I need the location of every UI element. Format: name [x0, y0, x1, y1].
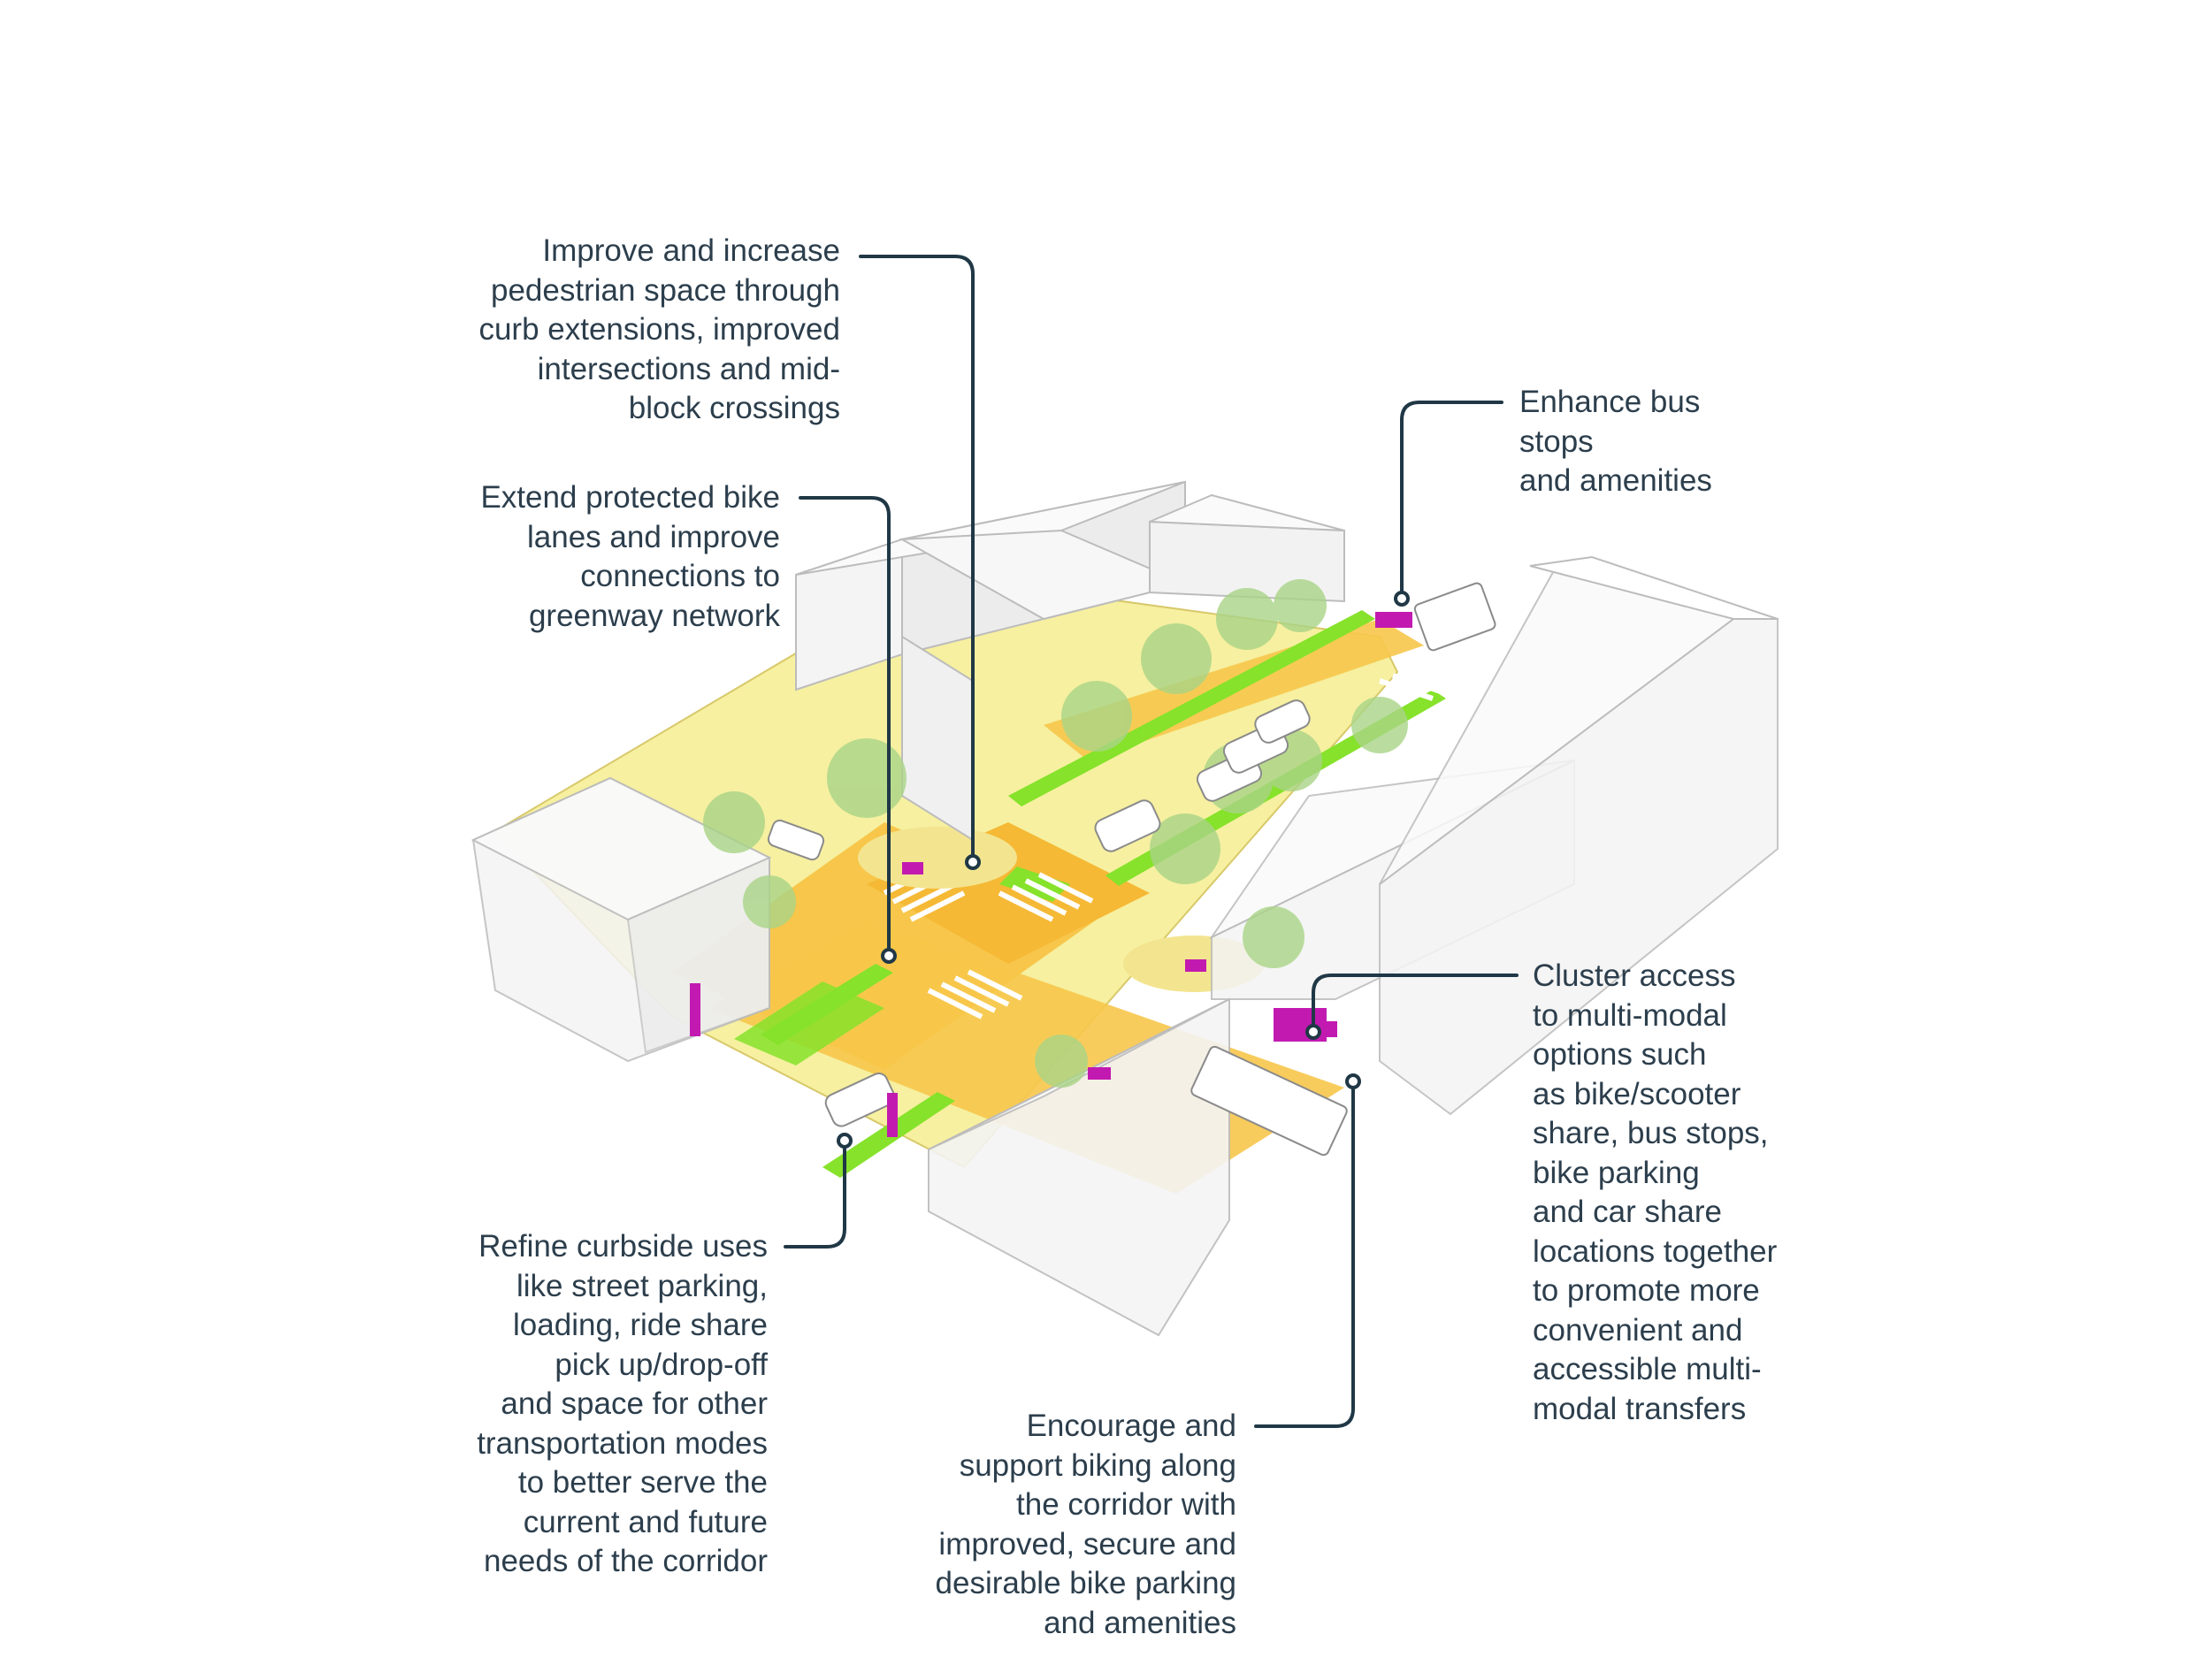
callout-line: and amenities — [1044, 1605, 1236, 1640]
callout-line: bike parking — [1533, 1155, 1700, 1190]
callout-line: and amenities — [1519, 463, 1712, 498]
tree — [1351, 697, 1408, 753]
leader-line-bus-stops — [1400, 401, 1503, 600]
tree — [703, 791, 765, 853]
callout-line: to promote more — [1533, 1273, 1760, 1308]
pin-bus-stops — [1394, 591, 1410, 607]
callout-line: Extend protected bike — [480, 480, 780, 515]
callout-line: transportation modes — [477, 1425, 768, 1461]
leader-lines — [784, 255, 1519, 1428]
callout-line: the corridor with — [1016, 1487, 1236, 1522]
building — [626, 856, 770, 1054]
callout-line: accessible multi- — [1533, 1352, 1762, 1386]
tree — [1243, 906, 1304, 968]
tree — [1216, 588, 1278, 650]
pin-curbside — [837, 1133, 853, 1149]
pin-bike-parking — [1345, 1073, 1361, 1089]
callout-line: curb extensions, improved — [478, 312, 840, 347]
vehicles — [767, 582, 1496, 1157]
callout-line: greenway network — [528, 598, 780, 633]
callout-bike-parking: Encourage and support biking along the c… — [936, 1407, 1236, 1643]
callout-line: as bike/scooter — [1533, 1076, 1741, 1111]
tree — [827, 738, 907, 818]
callout-line: current and future — [523, 1504, 768, 1539]
bike-lane — [734, 981, 884, 1065]
callout-line: Enhance bus — [1519, 385, 1701, 419]
car — [1094, 799, 1161, 852]
kiosk — [690, 983, 700, 1036]
curb-extension — [858, 827, 1017, 889]
leader-line-multimodal — [1312, 974, 1519, 1034]
planter — [902, 862, 923, 874]
callout-line: desirable bike parking — [935, 1566, 1236, 1600]
leader-endpoints — [837, 591, 1410, 1149]
callout-line: Refine curbside uses — [478, 1229, 768, 1264]
callout-line: Cluster access — [1533, 958, 1736, 993]
callout-line: block crossings — [628, 391, 840, 425]
bus — [1190, 1045, 1348, 1157]
callout-line: convenient and — [1533, 1312, 1743, 1348]
callout-line: loading, ride share — [513, 1308, 768, 1342]
callout-line: modal transfers — [1533, 1391, 1747, 1426]
callout-line: stops — [1519, 424, 1594, 459]
bike-lane — [1008, 610, 1375, 806]
car — [824, 1073, 896, 1127]
buildings — [471, 480, 1779, 1337]
callout-line: share, bus stops, — [1533, 1116, 1769, 1150]
amenities — [690, 612, 1412, 1137]
bike-share-station — [1325, 1021, 1337, 1037]
callout-line: Improve and increase — [542, 233, 840, 268]
callout-line: pick up/drop-off — [555, 1347, 768, 1382]
callout-pedestrian: Improve and increase pedestrian space th… — [478, 232, 840, 429]
callout-line: lanes and improve — [527, 519, 780, 554]
leader-line-curbside — [784, 1139, 846, 1249]
callout-curbside: Refine curbside uses like street parking… — [477, 1227, 768, 1582]
building — [1149, 493, 1345, 531]
pin-bike-lanes — [881, 948, 897, 964]
callout-line: intersections and mid- — [537, 351, 840, 386]
tree — [1035, 1035, 1088, 1088]
bus — [1413, 582, 1496, 652]
leader-line-bike-parking — [1254, 1080, 1355, 1428]
callout-line: needs of the corridor — [483, 1544, 768, 1578]
callout-line: options such — [1533, 1037, 1707, 1072]
callout-line: locations together — [1533, 1233, 1778, 1269]
callout-bike-lanes: Extend protected bike lanes and improve … — [480, 478, 780, 636]
callout-line: to multi-modal — [1533, 997, 1727, 1033]
callout-line: improved, secure and — [938, 1526, 1236, 1562]
tree — [1150, 813, 1220, 884]
bus-shelter — [1375, 612, 1412, 628]
tree — [1274, 579, 1327, 632]
car — [1254, 699, 1311, 744]
callout-line: and car share — [1533, 1195, 1723, 1229]
callout-line: Encourage and — [1026, 1409, 1236, 1443]
tree — [1141, 623, 1212, 694]
callout-line: support biking along — [959, 1447, 1236, 1483]
callout-line: like street parking, — [516, 1268, 768, 1303]
kiosk — [887, 1093, 898, 1137]
pin-pedestrian — [965, 854, 981, 870]
car — [767, 819, 825, 861]
leader-line-bike-lanes — [799, 496, 891, 958]
pin-multimodal — [1305, 1024, 1321, 1040]
planter — [1088, 1067, 1111, 1080]
building — [1529, 555, 1779, 620]
callout-line: pedestrian space through — [491, 272, 840, 308]
callout-multimodal: Cluster access to multi-modal options su… — [1533, 957, 1777, 1429]
callout-line: and space for other — [501, 1386, 768, 1421]
callout-line: to better serve the — [517, 1465, 768, 1500]
tree — [1061, 681, 1132, 752]
tree — [743, 875, 796, 928]
callout-line: connections to — [580, 559, 780, 593]
leader-line-pedestrian — [859, 255, 975, 864]
callout-bus-stops: Enhance bus stops and amenities — [1519, 383, 1712, 501]
planter — [1185, 959, 1206, 972]
